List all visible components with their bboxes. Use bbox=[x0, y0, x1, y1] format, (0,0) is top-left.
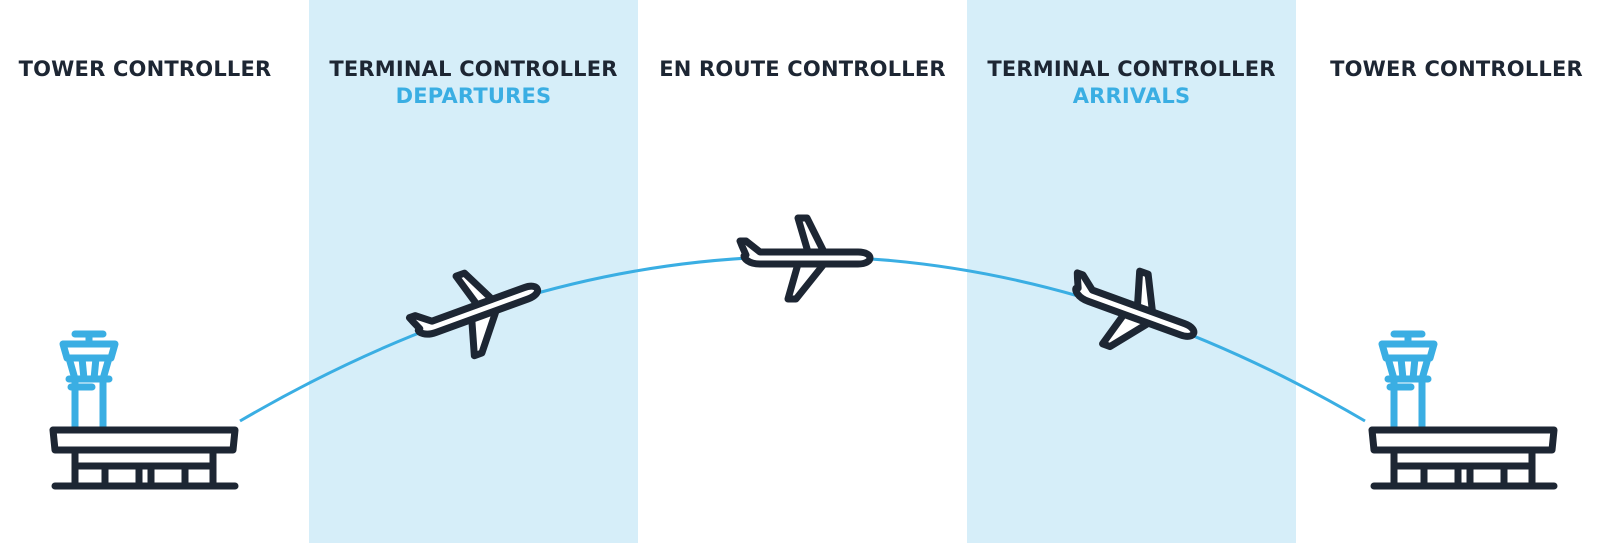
column-title: EN ROUTE CONTROLLER bbox=[659, 57, 946, 81]
control-tower-icon bbox=[53, 334, 235, 486]
column-subtitle: ARRIVALS bbox=[1072, 84, 1191, 108]
column-title: TOWER CONTROLLER bbox=[1330, 57, 1583, 81]
column-terminal-arrivals: TERMINAL CONTROLLER ARRIVALS bbox=[967, 56, 1296, 110]
column-tower-origin: TOWER CONTROLLER bbox=[0, 56, 290, 83]
column-tower-destination: TOWER CONTROLLER bbox=[1310, 56, 1603, 83]
airplane-icon bbox=[740, 218, 870, 299]
control-tower-icon bbox=[1372, 334, 1554, 486]
column-title: TERMINAL CONTROLLER bbox=[987, 57, 1276, 81]
departures-band bbox=[309, 0, 638, 543]
column-title: TOWER CONTROLLER bbox=[18, 57, 272, 81]
column-terminal-departures: TERMINAL CONTROLLER DEPARTURES bbox=[309, 56, 638, 110]
airplane-icon bbox=[402, 252, 552, 373]
airplane-icon bbox=[1057, 251, 1207, 372]
column-title: TERMINAL CONTROLLER bbox=[329, 57, 618, 81]
column-en-route: EN ROUTE CONTROLLER bbox=[638, 56, 967, 83]
column-subtitle: DEPARTURES bbox=[395, 84, 552, 108]
arrivals-band bbox=[967, 0, 1296, 543]
